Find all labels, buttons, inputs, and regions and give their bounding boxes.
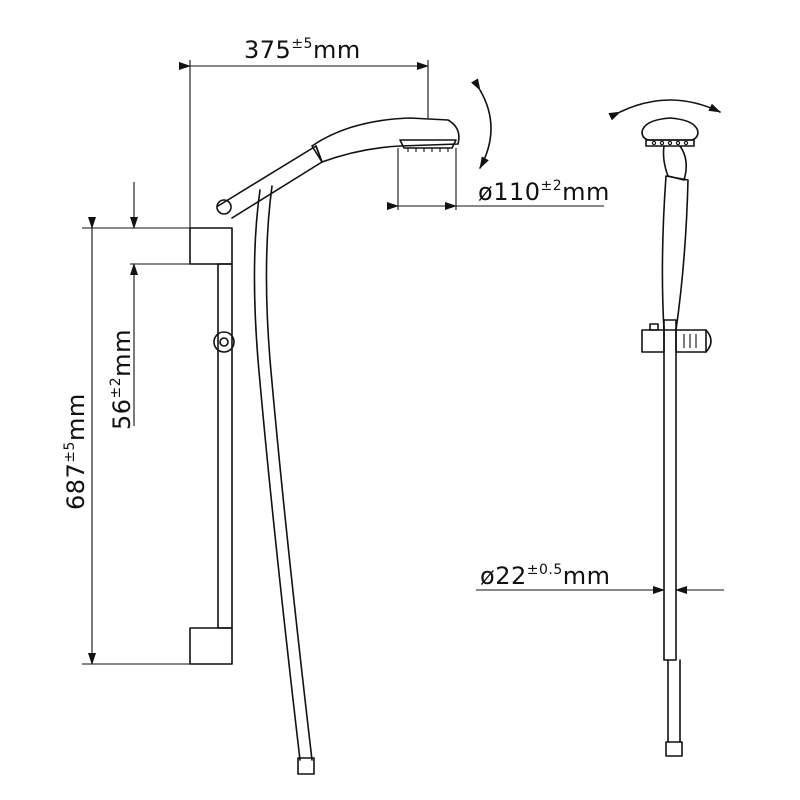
arm-pivot [216,199,232,215]
top-wall-bracket [189,227,233,265]
front-rail [663,319,677,661]
front-handle-neck [662,145,688,181]
svg-text:ø22±0.5mm: ø22±0.5mm [480,562,611,590]
bottom-wall-bracket [189,627,233,665]
curved-double-arrow-icon [608,99,721,121]
front-spray-nozzles [651,140,689,146]
dimension-rail-diameter: ø22±0.5mm [476,562,724,594]
hose-outer [253,189,301,761]
dimension-rail-height: 687±5mm [62,217,190,665]
rail-height-value: 687 [62,463,90,510]
side-view: 375±5mm ø110±2mm 687±5mm [62,36,610,775]
front-handle-grip [661,175,689,331]
rail-bar [217,263,233,629]
head-diameter-symbol: ø [478,178,493,206]
head-diameter-tolerance: ±2 [541,178,563,194]
rail-diameter-tolerance: ±0.5 [527,562,563,578]
slider-screw-icon [213,331,235,353]
front-head-top [641,117,699,141]
hose-inner [265,185,313,761]
head-diameter-unit: mm [562,178,610,206]
svg-text:375±5mm: 375±5mm [244,36,361,64]
bracket-offset-tolerance: ±2 [108,377,124,399]
spray-face [399,139,457,149]
bracket-offset-unit: mm [108,329,136,377]
width-offset-unit: mm [313,36,361,64]
rail-diameter-value: 22 [495,562,527,590]
front-hose-end-nut [665,741,683,757]
front-slider-left [641,329,665,353]
spray-nozzles [407,148,449,152]
curved-double-arrow-icon [471,78,492,169]
rail-height-unit: mm [62,393,90,441]
hose-end-nut [297,757,315,775]
width-offset-tolerance: ±5 [291,36,313,52]
front-slider-right [675,329,707,353]
dimension-head-diameter: ø110±2mm [387,148,610,210]
rail-diameter-unit: mm [563,562,611,590]
head-diameter-value: 110 [493,178,540,206]
rail-diameter-symbol: ø [480,562,495,590]
svg-text:687±5mm: 687±5mm [62,393,90,510]
bracket-offset-value: 56 [108,398,136,430]
dimension-bracket-offset: 56±2mm [108,182,218,430]
svg-text:56±2mm: 56±2mm [108,329,136,430]
svg-text:ø110±2mm: ø110±2mm [478,178,610,206]
handset-body [311,117,460,163]
front-view: ø22±0.5mm [476,99,724,757]
front-spray-face [645,139,695,147]
rail-height-tolerance: ±5 [62,441,78,463]
width-offset-value: 375 [244,36,291,64]
dimension-width-offset: 375±5mm [179,36,429,228]
